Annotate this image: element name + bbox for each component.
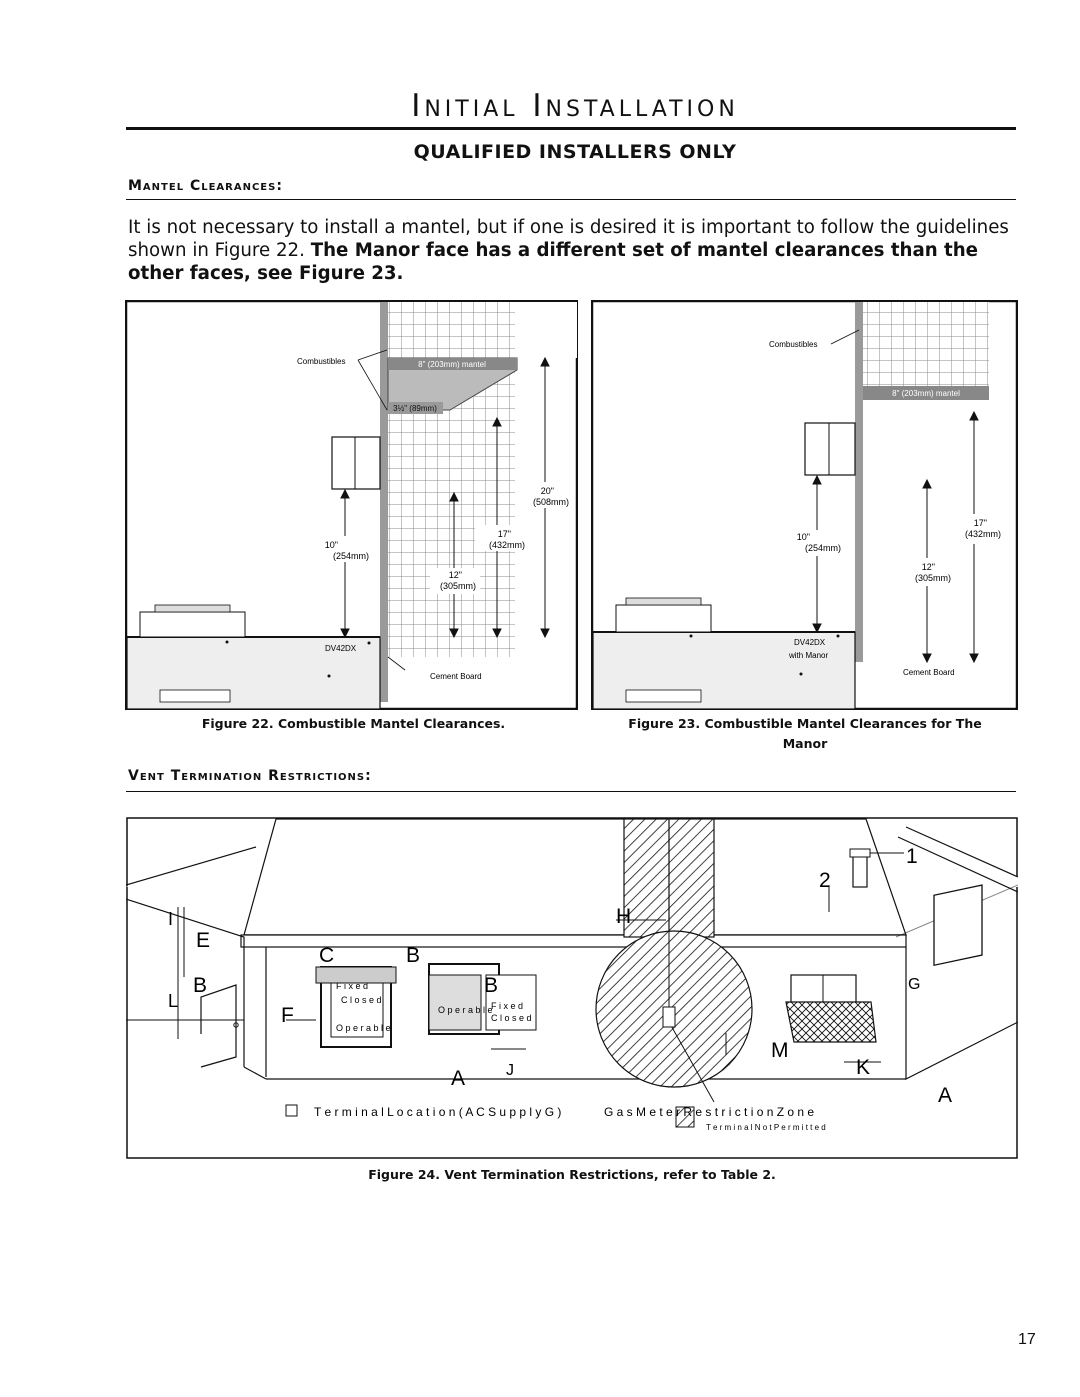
operable-label-2: O p e r a b l e xyxy=(438,1005,493,1015)
wall-stud xyxy=(855,302,863,662)
intro-bold-text: The Manor face has a different set of ma… xyxy=(128,240,979,284)
letter-f: F xyxy=(281,1004,294,1027)
letter-j: J xyxy=(506,1062,514,1079)
dim-17-label: 17" xyxy=(498,529,511,539)
page-number: 17 xyxy=(1018,1331,1036,1348)
cement-board-label: Cement Board xyxy=(903,668,955,677)
letter-a-right: A xyxy=(938,1084,952,1107)
fireplace-top-cap xyxy=(139,611,246,638)
control-box xyxy=(804,422,856,476)
letter-m: M xyxy=(771,1039,789,1062)
wall-stud xyxy=(380,302,388,702)
title-divider xyxy=(126,127,1016,130)
left-door xyxy=(200,984,237,1068)
figure-24-caption: Figure 24. Vent Termination Restrictions… xyxy=(368,1167,776,1182)
figure-23-caption-line1: Figure 23. Combustible Mantel Clearances… xyxy=(628,716,982,731)
vent-section-rule xyxy=(126,791,1016,792)
vent-pipe xyxy=(852,854,868,888)
dim-20-label: 20" xyxy=(541,486,554,496)
legend-hatch-swatch xyxy=(675,1106,695,1128)
dim-17-label: 17" xyxy=(974,518,987,528)
legend-not-permitted: T e r m i n a l N o t P e r m i t t e d xyxy=(706,1123,826,1132)
dim-10mm-label: (254mm) xyxy=(333,551,369,561)
right-window xyxy=(933,884,983,967)
letter-b2: B xyxy=(193,974,207,997)
letter-b1: B xyxy=(406,944,420,967)
fireplace-top-cap xyxy=(615,604,712,633)
fixed-label-1: F i x e d xyxy=(336,981,368,991)
wall-tile-area xyxy=(855,302,989,388)
letter-b3: B xyxy=(484,974,498,997)
cement-board-label: Cement Board xyxy=(430,672,482,681)
letter-1: 1 xyxy=(906,845,918,868)
page-subtitle: QUALIFIED INSTALLERS ONLY xyxy=(413,141,737,163)
letter-g: G xyxy=(908,976,920,993)
figure-22-diagram: 8" (203mm) mantel 3½" (89mm) Combustible… xyxy=(125,300,578,710)
letter-i: I xyxy=(168,909,173,929)
mantel-label: 8" (203mm) mantel xyxy=(892,389,960,398)
roof xyxy=(243,818,907,936)
letter-c: C xyxy=(319,944,334,967)
legend-gas-meter: G a s M e t e r R e s t r i c t i o n Z … xyxy=(604,1105,814,1119)
figure-24-diagram: 1 2 H I E C B B B L F G M K J A A F i x … xyxy=(126,817,1018,1159)
wall-tile-area xyxy=(380,302,515,657)
model-sub-label: with Manor xyxy=(788,651,828,660)
letter-2: 2 xyxy=(819,869,831,892)
mantel-section-rule xyxy=(126,199,1016,200)
vent-section-heading: Vent Termination Restrictions: xyxy=(128,768,372,784)
control-box xyxy=(331,436,381,490)
intro-plain-text: It is not necessary to install a mantel,… xyxy=(128,217,1009,261)
mantel-section-heading: Mantel Clearances: xyxy=(128,178,283,194)
combustibles-label: Combustibles xyxy=(769,340,817,349)
dim-17mm-label: (432mm) xyxy=(489,540,525,550)
combustibles-label: Combustibles xyxy=(297,357,345,366)
dim-10-label: 10" xyxy=(325,540,338,550)
figure-24-frame xyxy=(126,817,1018,1159)
dim-20mm-label: (508mm) xyxy=(533,497,569,507)
dim-12mm-label: (305mm) xyxy=(915,573,951,583)
letter-a-bottom: A xyxy=(451,1067,465,1090)
dim-17mm-label: (432mm) xyxy=(965,529,1001,539)
operable-label-1: O p e r a b l e xyxy=(336,1023,391,1033)
model-label: DV42DX xyxy=(794,638,826,647)
letter-e: E xyxy=(196,929,210,952)
dim-12mm-label: (305mm) xyxy=(440,581,476,591)
dim-12-label: 12" xyxy=(449,570,462,580)
closed-label-2: C l o s e d xyxy=(491,1013,532,1023)
legend-terminal-location: T e r m i n a l L o c a t i o n ( A C S … xyxy=(314,1105,561,1119)
page-title: Initial Installation xyxy=(411,88,739,124)
figure-22-caption: Figure 22. Combustible Mantel Clearances… xyxy=(201,716,506,731)
letter-l: L xyxy=(168,991,178,1011)
fixed-label-2: F i x e d xyxy=(491,1001,523,1011)
gutter xyxy=(240,934,907,948)
dim-3half-label: 3½" (89mm) xyxy=(393,404,437,413)
mantel-bar xyxy=(863,386,989,400)
model-label: DV42DX xyxy=(325,644,357,653)
mantel-bar xyxy=(388,358,517,370)
dim-3half-box xyxy=(388,402,443,414)
dim-12-label: 12" xyxy=(922,562,935,572)
letter-h: H xyxy=(616,905,631,928)
dim-10mm-label: (254mm) xyxy=(805,543,841,553)
letter-k: K xyxy=(856,1056,870,1079)
closed-label-1: C l o s e d xyxy=(341,995,382,1005)
dim-10-label: 10" xyxy=(797,532,810,542)
mantel-label: 8" (203mm) mantel xyxy=(418,360,486,369)
figure-23-diagram: 8" (203mm) mantel Combustibles DV42DX wi… xyxy=(591,300,1018,710)
mantel-intro-paragraph: It is not necessary to install a mantel,… xyxy=(128,216,1018,285)
figure-23-caption-line2: Manor xyxy=(782,736,828,751)
